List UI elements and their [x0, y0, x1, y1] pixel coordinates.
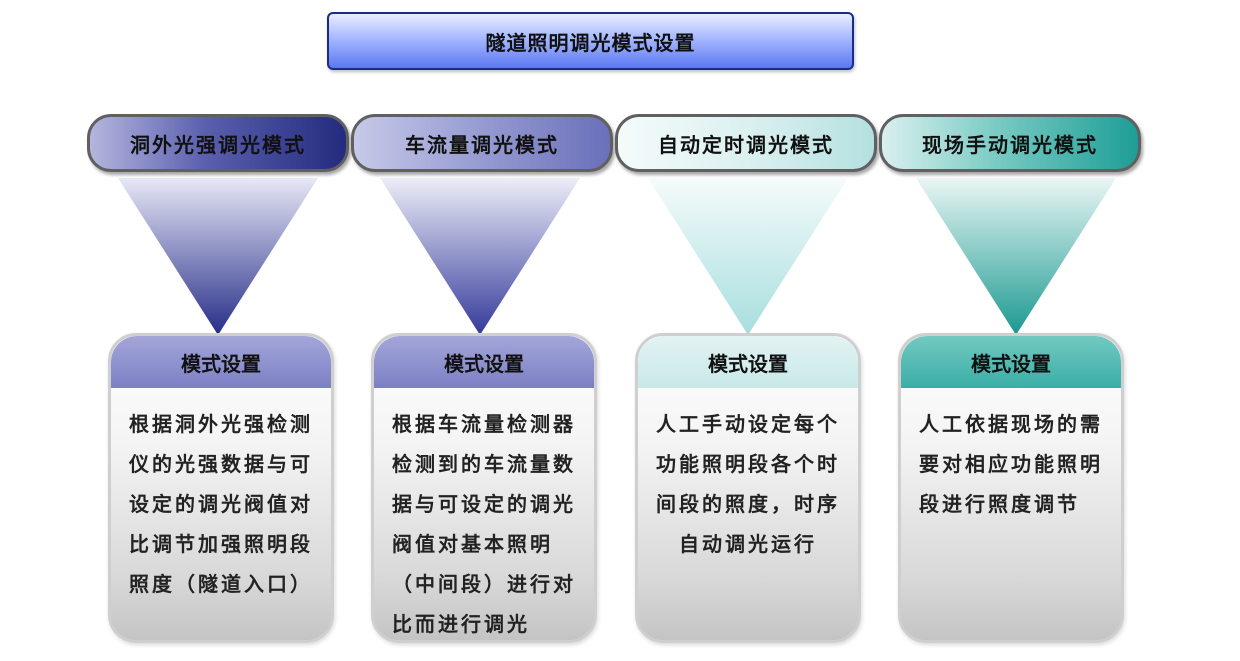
mode-tab-traffic-flow: 车流量调光模式 [351, 114, 613, 172]
funnel-shape [916, 178, 1116, 335]
card-description: 人工手动设定每个功能照明段各个时间段的照度，时序自动调光运行 [656, 412, 840, 556]
funnel-arrow-4 [916, 178, 1116, 335]
mode-card-outdoor-light: 模式设置 根据洞外光强检测仪的光强数据与可设定的调光阀值对比调节加强照明段照度（… [108, 333, 334, 643]
card-header-label: 模式设置 [444, 351, 524, 376]
diagram-title: 隧道照明调光模式设置 [485, 30, 696, 55]
funnel-shape [380, 178, 580, 335]
mode-tab-manual: 现场手动调光模式 [879, 114, 1141, 172]
mode-tab-auto-timer: 自动定时调光模式 [615, 114, 877, 172]
mode-tab-label: 自动定时调光模式 [658, 132, 834, 157]
card-header-label: 模式设置 [708, 351, 788, 376]
mode-tab-outdoor-light: 洞外光强调光模式 [87, 114, 349, 172]
card-description: 根据洞外光强检测仪的光强数据与可设定的调光阀值对比调节加强照明段照度（隧道入口） [129, 412, 313, 596]
mode-tab-label: 洞外光强调光模式 [130, 132, 306, 157]
mode-tab-label: 车流量调光模式 [405, 132, 559, 157]
card-header-label: 模式设置 [971, 351, 1051, 376]
card-description: 根据车流量检测器检测到的车流量数据与可设定的调光阀值对基本照明（中间段）进行对比… [392, 412, 576, 636]
card-header: 模式设置 [374, 336, 594, 388]
funnel-arrow-2 [380, 178, 580, 335]
card-header: 模式设置 [111, 336, 331, 388]
funnel-shape [118, 178, 318, 335]
funnel-arrow-1 [118, 178, 318, 335]
funnel-arrow-3 [648, 178, 848, 335]
mode-card-traffic-flow: 模式设置 根据车流量检测器检测到的车流量数据与可设定的调光阀值对基本照明（中间段… [371, 333, 597, 643]
card-header-label: 模式设置 [181, 351, 261, 376]
funnel-shape [648, 178, 848, 335]
title-box: 隧道照明调光模式设置 [327, 12, 854, 70]
mode-card-auto-timer: 模式设置 人工手动设定每个功能照明段各个时间段的照度，时序自动调光运行 [635, 333, 861, 643]
mode-card-manual: 模式设置 人工依据现场的需要对相应功能照明段进行照度调节 [898, 333, 1124, 643]
card-description: 人工依据现场的需要对相应功能照明段进行照度调节 [919, 412, 1103, 516]
mode-tab-label: 现场手动调光模式 [922, 132, 1098, 157]
card-header: 模式设置 [638, 336, 858, 388]
card-header: 模式设置 [901, 336, 1121, 388]
